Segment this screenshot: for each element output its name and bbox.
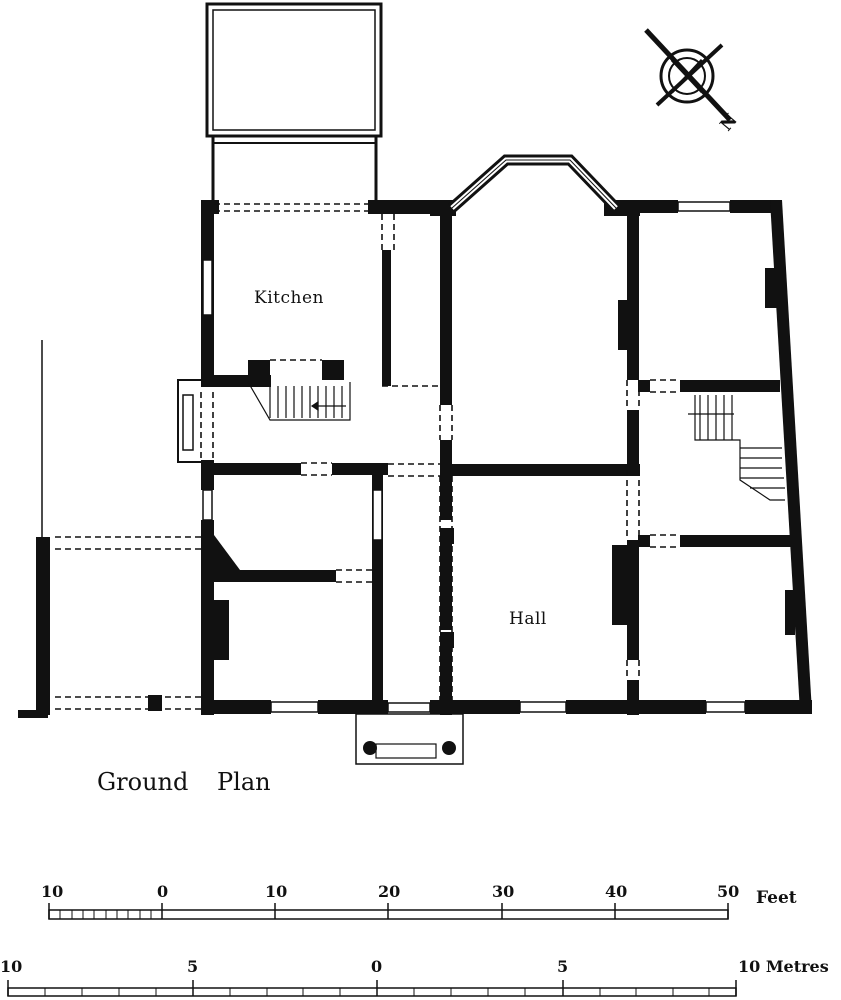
feet-tick-label: 10	[41, 882, 63, 901]
bay-window	[448, 154, 620, 213]
feet-scale-bar	[48, 903, 729, 920]
feet-unit-label: Feet	[756, 888, 797, 908]
metres-tick-label: 10	[0, 957, 22, 976]
metres-tick-label: 5	[557, 957, 568, 976]
outbuilding	[205, 2, 383, 200]
side-porch	[177, 379, 201, 463]
boundary-wall	[18, 340, 162, 718]
feet-tick-label: 50	[717, 882, 739, 901]
main-staircase	[688, 395, 785, 501]
feet-tick-label: 0	[157, 882, 168, 901]
feet-tick-label: 10	[265, 882, 287, 901]
dashed-openings	[55, 203, 680, 710]
feet-tick-label: 40	[605, 882, 627, 901]
north-label: N	[717, 110, 742, 135]
room-label-hall: Hall	[509, 609, 547, 629]
kitchen-staircase	[247, 381, 351, 421]
plan-title-word-2: Plan	[217, 768, 271, 796]
plan-title-word-1: Ground	[97, 768, 188, 796]
walls	[201, 200, 812, 715]
north-arrow-icon	[644, 28, 732, 122]
feet-tick-label: 20	[378, 882, 400, 901]
metres-tick-label: 5	[187, 957, 198, 976]
metres-end-label: 10 Metres	[738, 957, 829, 976]
windows	[202, 201, 746, 713]
front-porch	[355, 713, 464, 765]
feet-tick-label: 30	[492, 882, 514, 901]
metres-tick-label: 0	[371, 957, 382, 976]
room-label-kitchen: Kitchen	[254, 288, 324, 308]
metres-scale-bar	[7, 980, 737, 997]
